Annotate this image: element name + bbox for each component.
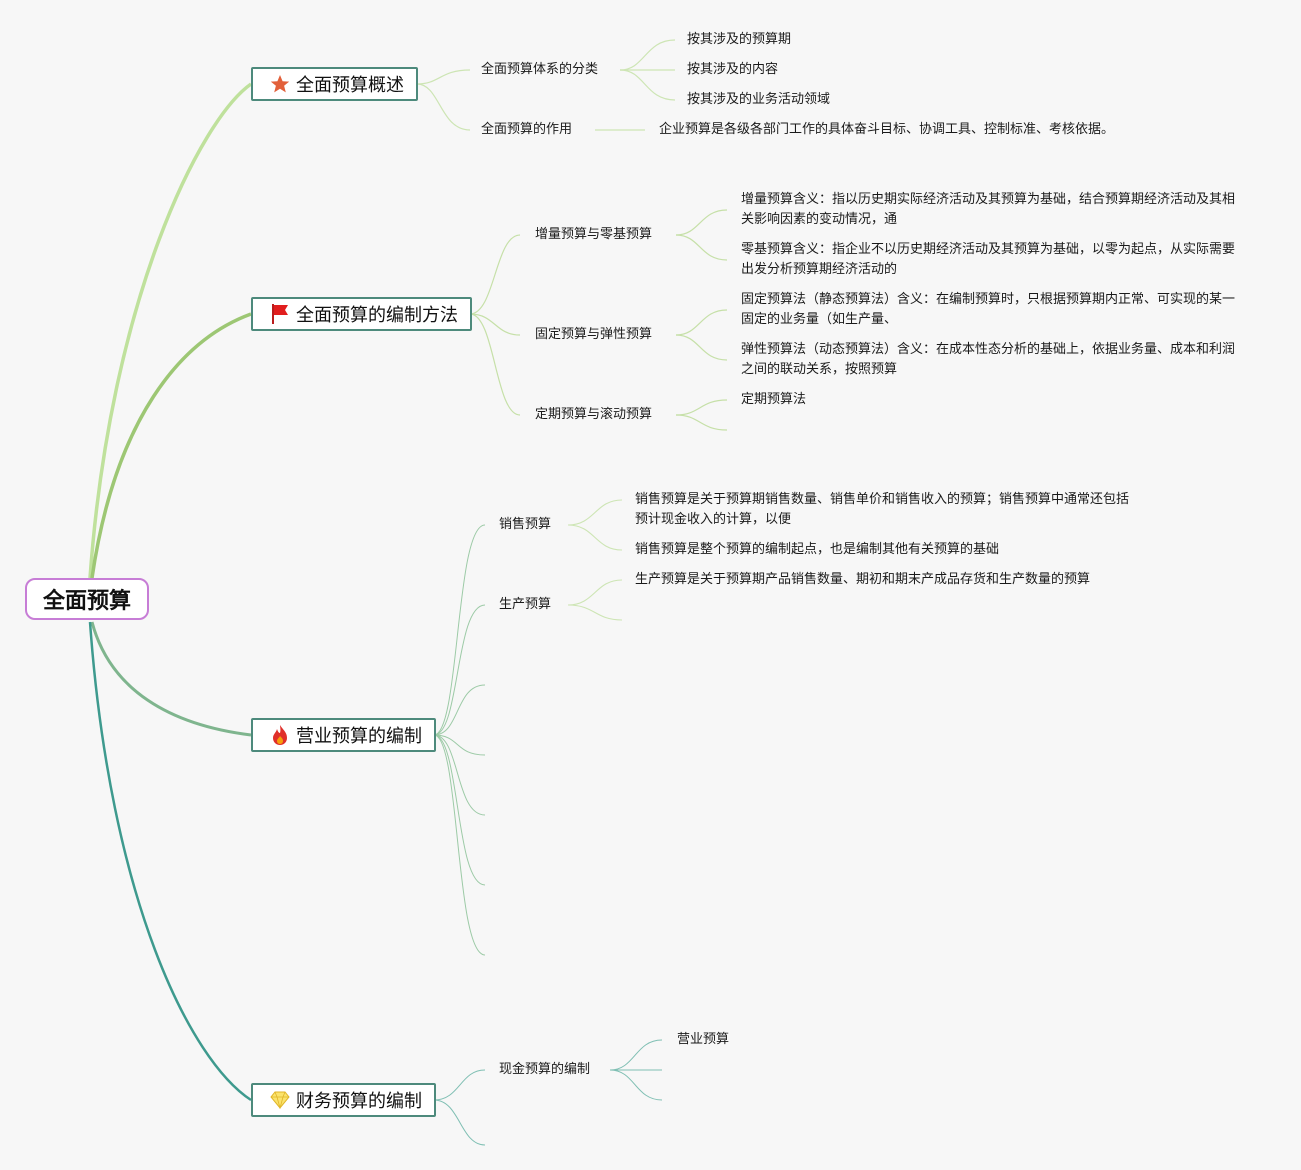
- topic-node[interactable]: 全面预算体系的分类: [481, 62, 599, 77]
- edge-root-methods: [90, 312, 252, 579]
- branch-node-financial[interactable]: 财务预算的编制: [251, 1083, 436, 1117]
- branch-label: 营业预算的编制: [296, 726, 422, 747]
- diamond-icon: [269, 1089, 291, 1111]
- topic-node[interactable]: 定期预算与滚动预算: [535, 407, 653, 422]
- branch-label: 财务预算的编制: [296, 1091, 422, 1112]
- leaf-node[interactable]: 按其涉及的内容: [687, 62, 779, 77]
- leaf-node[interactable]: 销售预算是整个预算的编制起点，也是编制其他有关预算的基础: [635, 542, 1000, 557]
- root-node[interactable]: 全面预算: [25, 578, 149, 620]
- leaf-node[interactable]: 生产预算是关于预算期产品销售数量、期初和期末产成品存货和生产数量的预算: [635, 572, 1091, 587]
- fire-icon: [269, 724, 291, 746]
- red-flag-icon: [269, 303, 291, 325]
- leaf-node[interactable]: 固定预算法（静态预算法）含义：在编制预算时，只根据预算期内正常、可实现的某一固定…: [741, 292, 1236, 327]
- topic-node[interactable]: 销售预算: [499, 517, 552, 532]
- edge-root-operating: [90, 621, 252, 737]
- topic-node[interactable]: 现金预算的编制: [499, 1062, 591, 1077]
- leaf-node[interactable]: 弹性预算法（动态预算法）含义：在成本性态分析的基础上，依据业务量、成本和利润之间…: [741, 342, 1236, 377]
- leaf-node[interactable]: 按其涉及的业务活动领域: [687, 92, 831, 107]
- leaf-node[interactable]: 企业预算是各级各部门工作的具体奋斗目标、协调工具、控制标准、考核依据。: [659, 122, 1115, 137]
- leaf-node[interactable]: 定期预算法: [741, 392, 807, 407]
- edge-root-financial: [88, 621, 252, 1102]
- edge-root-overview: [88, 82, 253, 579]
- branch-node-methods[interactable]: 全面预算的编制方法: [251, 297, 472, 331]
- leaf-node[interactable]: 零基预算含义：指企业不以历史期经济活动及其预算为基础，以零为起点，从实际需要出发…: [741, 242, 1236, 277]
- star-icon: [269, 73, 291, 95]
- leaf-node[interactable]: 销售预算是关于预算期销售数量、销售单价和销售收入的预算；销售预算中通常还包括预计…: [635, 492, 1130, 527]
- branch-label: 全面预算概述: [296, 75, 404, 96]
- branch-node-operating[interactable]: 营业预算的编制: [251, 718, 436, 752]
- topic-node[interactable]: 增量预算与零基预算: [535, 227, 653, 242]
- root-label: 全面预算: [42, 589, 131, 614]
- leaf-node[interactable]: 按其涉及的预算期: [687, 32, 792, 47]
- branch-node-overview[interactable]: 全面预算概述: [251, 67, 418, 101]
- topic-node[interactable]: 生产预算: [499, 597, 552, 612]
- branch-label: 全面预算的编制方法: [296, 305, 458, 326]
- topic-node[interactable]: 固定预算与弹性预算: [535, 327, 653, 342]
- leaf-node[interactable]: 营业预算: [677, 1032, 730, 1047]
- topic-node[interactable]: 全面预算的作用: [481, 122, 573, 137]
- leaf-node[interactable]: 增量预算含义：指以历史期实际经济活动及其预算为基础，结合预算期经济活动及其相关影…: [741, 192, 1236, 227]
